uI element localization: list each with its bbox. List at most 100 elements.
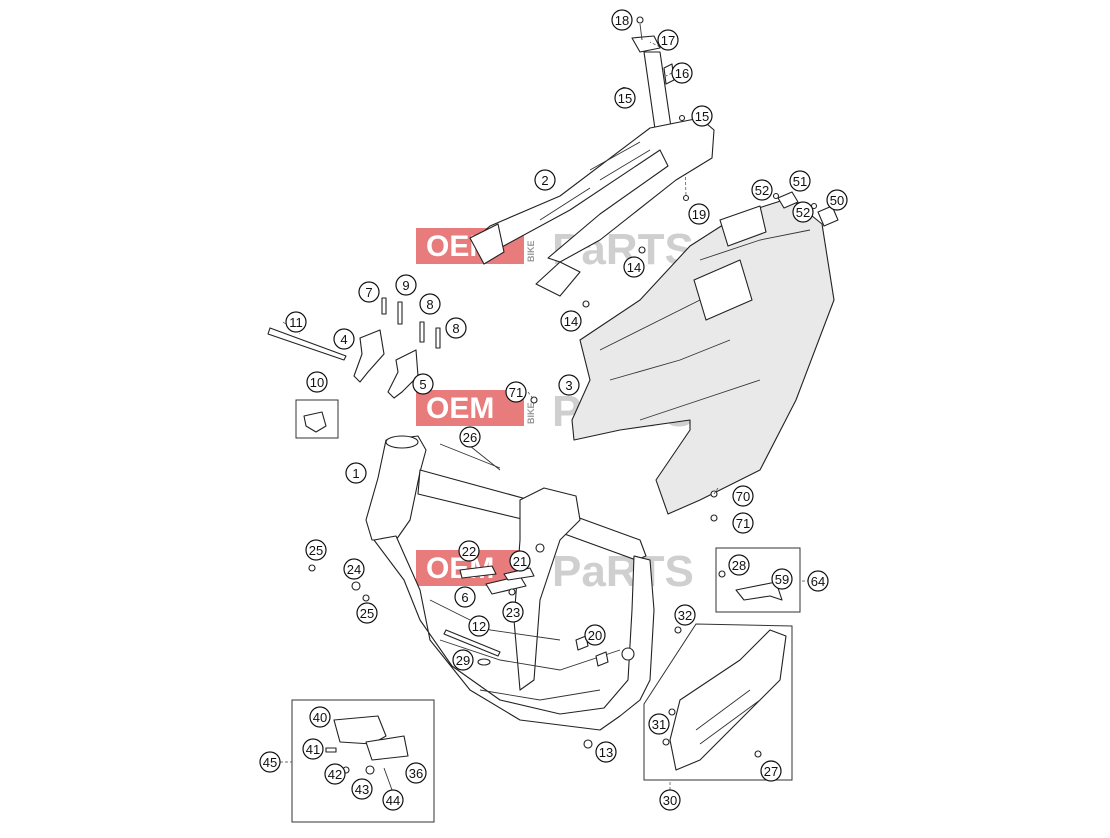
svg-text:14: 14	[627, 260, 641, 275]
steering-head	[365, 435, 427, 541]
main-frame-part-1	[365, 435, 655, 731]
svg-text:29: 29	[456, 653, 470, 668]
svg-text:24: 24	[347, 562, 361, 577]
callout-13[interactable]: 13	[595, 741, 617, 763]
callout-4[interactable]: 4	[333, 328, 355, 350]
callout-71a[interactable]: 71	[505, 381, 527, 403]
callout-64[interactable]: 64	[807, 570, 829, 592]
callout-43[interactable]: 43	[351, 778, 373, 800]
callout-6[interactable]: 6	[454, 586, 476, 608]
callout-14b[interactable]: 14	[560, 310, 582, 332]
callout-27[interactable]: 27	[760, 760, 782, 782]
callout-7[interactable]: 7	[358, 281, 380, 303]
callout-59[interactable]: 59	[771, 568, 793, 590]
steering-head-top	[385, 435, 419, 449]
callout-8b[interactable]: 8	[445, 317, 467, 339]
callout-14a[interactable]: 14	[623, 256, 645, 278]
svg-text:7: 7	[365, 285, 372, 300]
svg-text:14: 14	[564, 314, 578, 329]
part-32-screw	[674, 626, 682, 634]
svg-text:12: 12	[472, 619, 486, 634]
svg-text:8: 8	[452, 321, 459, 336]
part-71-screw-top	[530, 396, 538, 404]
frame-mount	[621, 647, 635, 661]
part-15-screw-b	[678, 114, 686, 122]
callout-44[interactable]: 44	[382, 789, 404, 811]
subframe-left-mount	[469, 223, 505, 265]
callout-28[interactable]: 28	[728, 554, 750, 576]
part-41-pin	[325, 747, 337, 753]
callout-19[interactable]: 19	[688, 203, 710, 225]
svg-text:2: 2	[541, 173, 548, 188]
svg-text:8: 8	[426, 297, 433, 312]
callout-51[interactable]: 51	[789, 170, 811, 192]
callout-17[interactable]: 17	[657, 29, 679, 51]
callout-71b[interactable]: 71	[732, 512, 754, 534]
callout-9[interactable]: 9	[395, 274, 417, 296]
callout-20[interactable]: 20	[584, 624, 606, 646]
part-8-bolt-b	[435, 327, 441, 349]
callout-11[interactable]: 11	[285, 311, 307, 333]
svg-text:71: 71	[736, 516, 750, 531]
callout-21[interactable]: 21	[509, 550, 531, 572]
callout-30[interactable]: 30	[659, 789, 681, 811]
callout-52b[interactable]: 52	[792, 201, 814, 223]
svg-text:52: 52	[796, 205, 810, 220]
callout-25a[interactable]: 25	[305, 539, 327, 561]
callout-16[interactable]: 16	[671, 62, 693, 84]
part-27-screw	[754, 750, 762, 758]
svg-text:10: 10	[310, 375, 324, 390]
callout-31[interactable]: 31	[648, 713, 670, 735]
svg-text:22: 22	[462, 544, 476, 559]
callout-25b[interactable]: 25	[356, 602, 378, 624]
svg-text:30: 30	[663, 793, 677, 808]
svg-text:26: 26	[463, 430, 477, 445]
box-64-outline	[715, 547, 801, 613]
callout-15a[interactable]: 15	[614, 87, 636, 109]
part-16-tab	[663, 63, 675, 85]
callout-26[interactable]: 26	[459, 426, 481, 448]
callout-70[interactable]: 70	[732, 485, 754, 507]
part-31-screw-b	[662, 738, 670, 746]
svg-text:15: 15	[618, 91, 632, 106]
part-10-box	[295, 399, 339, 439]
part-22-plate	[459, 565, 497, 579]
callout-3[interactable]: 3	[558, 374, 580, 396]
svg-text:28: 28	[732, 558, 746, 573]
callout-12[interactable]: 12	[468, 615, 490, 637]
callout-29[interactable]: 29	[452, 649, 474, 671]
callout-22[interactable]: 22	[458, 540, 480, 562]
callout-2[interactable]: 2	[534, 169, 556, 191]
part-11-long-bolt	[267, 327, 347, 361]
svg-text:43: 43	[355, 782, 369, 797]
part-25-bolt-b	[362, 594, 370, 602]
box-30-assembly	[643, 623, 793, 781]
part-31-screw-a	[668, 708, 676, 716]
callout-5[interactable]: 5	[412, 373, 434, 395]
callout-50[interactable]: 50	[826, 189, 848, 211]
svg-text:25: 25	[360, 606, 374, 621]
callout-8a[interactable]: 8	[419, 293, 441, 315]
airbox-inlet	[693, 259, 753, 321]
callout-45[interactable]: 45	[259, 751, 281, 773]
svg-text:36: 36	[409, 766, 423, 781]
part-30-guard	[669, 629, 787, 771]
svg-text:51: 51	[793, 174, 807, 189]
callout-23[interactable]: 23	[502, 601, 524, 623]
svg-text:25: 25	[309, 543, 323, 558]
part-9-bolt	[397, 301, 403, 325]
svg-text:52: 52	[755, 183, 769, 198]
callout-32[interactable]: 32	[674, 604, 696, 626]
svg-text:19: 19	[692, 207, 706, 222]
callout-1[interactable]: 1	[345, 462, 367, 484]
callout-41[interactable]: 41	[302, 738, 324, 760]
callout-42[interactable]: 42	[324, 763, 346, 785]
callout-36[interactable]: 36	[405, 762, 427, 784]
callout-10[interactable]: 10	[306, 371, 328, 393]
callout-24[interactable]: 24	[343, 558, 365, 580]
callout-40[interactable]: 40	[309, 706, 331, 728]
svg-text:6: 6	[461, 590, 468, 605]
callout-18[interactable]: 18	[611, 9, 633, 31]
callout-52a[interactable]: 52	[751, 179, 773, 201]
callout-15b[interactable]: 15	[691, 105, 713, 127]
